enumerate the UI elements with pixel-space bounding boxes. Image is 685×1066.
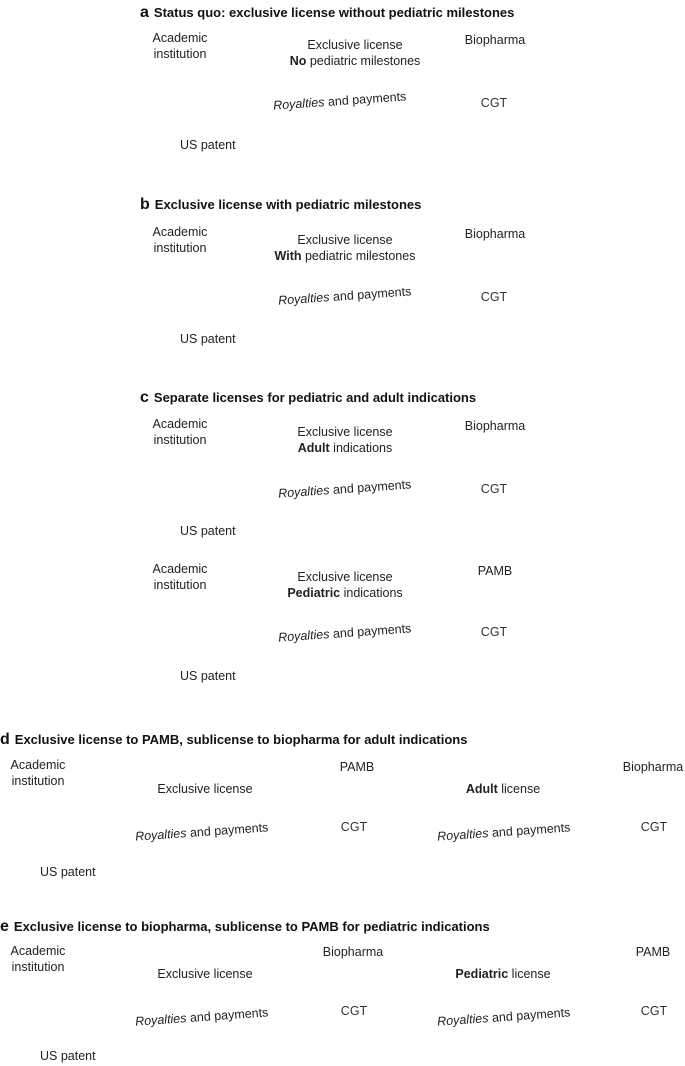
cgt-label: CGT — [340, 820, 368, 834]
cgt-label: CGT — [480, 482, 508, 496]
exclusive-license-label: Exclusive license — [157, 782, 253, 796]
biopharma-label: Biopharma — [464, 419, 526, 433]
adult-license-label: Adult license — [465, 782, 541, 796]
bottom-arrow-label: Royalties and payments — [277, 284, 412, 308]
bottom-arrow-label: Royalties and payments — [277, 477, 412, 501]
academic-institution-label: Academic institution — [152, 31, 208, 61]
biopharma-label: Biopharma — [464, 33, 526, 47]
academic-institution-label: Academic institution — [152, 562, 208, 592]
academic-institution-label: Academic institution — [10, 758, 66, 788]
top-arrow-label: Exclusive license Pediatric indications — [287, 570, 403, 600]
academic-institution-label: Academic institution — [10, 944, 66, 974]
bottom-arrow-label: Royalties and payments — [272, 89, 407, 113]
cgt-label: CGT — [480, 96, 508, 110]
us-patent-label: US patent — [40, 865, 96, 879]
us-patent-label: US patent — [180, 332, 236, 346]
biopharma-label: Biopharma — [322, 945, 384, 959]
exclusive-license-label: Exclusive license — [157, 967, 253, 981]
biopharma-label: Biopharma — [622, 760, 684, 774]
bottom-arrow-label: Royalties and payments — [277, 621, 412, 645]
bottom-arrow-label-1: Royalties and payments — [134, 1005, 269, 1029]
cgt-label: CGT — [340, 1004, 368, 1018]
academic-institution-label: Academic institution — [152, 225, 208, 255]
us-patent-label: US patent — [180, 669, 236, 683]
cgt-label: CGT — [640, 1004, 668, 1018]
panel-letter: a — [140, 4, 149, 21]
pediatric-license-label: Pediatric license — [455, 967, 551, 981]
top-arrow-label: Exclusive license Adult indications — [297, 425, 393, 455]
pamb-label: PAMB — [477, 564, 513, 578]
cgt-label: CGT — [480, 290, 508, 304]
bottom-arrow-label-2: Royalties and payments — [436, 1005, 571, 1029]
us-patent-label: US patent — [180, 524, 236, 538]
academic-institution-label: Academic institution — [152, 417, 208, 447]
us-patent-label: US patent — [180, 138, 236, 152]
pamb-label: PAMB — [635, 945, 671, 959]
bottom-arrow-label-1: Royalties and payments — [134, 820, 269, 844]
biopharma-label: Biopharma — [464, 227, 526, 241]
cgt-label: CGT — [480, 625, 508, 639]
pamb-label: PAMB — [339, 760, 375, 774]
top-arrow-label: Exclusive license With pediatric milesto… — [274, 233, 416, 263]
cgt-label: CGT — [640, 820, 668, 834]
top-arrow-label: Exclusive license No pediatric milestone… — [289, 38, 421, 68]
us-patent-label: US patent — [40, 1049, 96, 1063]
bottom-arrow-label-2: Royalties and payments — [436, 820, 571, 844]
